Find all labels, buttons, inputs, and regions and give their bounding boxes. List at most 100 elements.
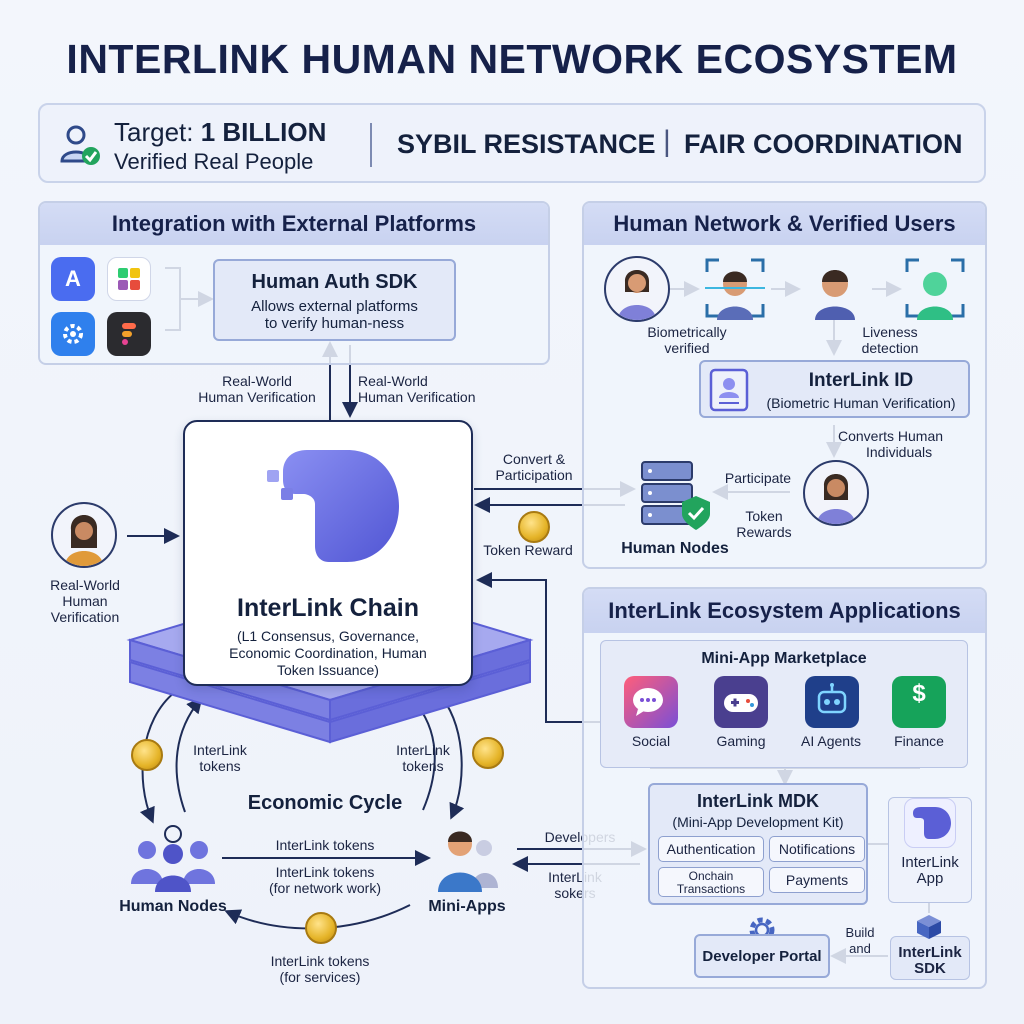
real-world-person-avatar (51, 502, 117, 568)
econ-human-nodes-label: Human Nodes (119, 898, 227, 915)
id-sub: (Biometric Human Verification) (766, 395, 956, 411)
rwv-left-label: Real-World Human Verification (192, 373, 322, 405)
app-label-gaming: Gaming (716, 733, 766, 749)
rwv-right-1: Real-World (358, 373, 428, 389)
banner-separator: | (663, 125, 671, 158)
interlink-sdk-box[interactable] (890, 936, 970, 980)
convert-label: Convert & Participation (484, 451, 584, 483)
interlink-logo-icon (263, 442, 403, 572)
platform-gear-icon[interactable] (51, 312, 95, 356)
tokens-services-label: InterLink tokens (for services) (250, 953, 390, 985)
build-2: and (849, 941, 871, 956)
human-network-header: Human Network & Verified Users (584, 203, 985, 245)
platform-puzzle-icon[interactable] (107, 257, 151, 301)
tokens-work-1: InterLink tokens (275, 864, 375, 880)
dollar-icon: $ (912, 680, 926, 707)
interlink-id-box[interactable]: InterLink ID (Biometric Human Verificati… (699, 360, 970, 418)
human-nodes-group-icon (127, 824, 219, 894)
tokens-work-label: InterLink tokens (for network work) (245, 864, 405, 896)
right-tokens-label: InterLink tokens (383, 742, 463, 774)
app-label-social: Social (631, 733, 671, 749)
sdk-label-2: SDK (914, 960, 946, 977)
app-label-2: App (916, 870, 944, 887)
target-line: Target: 1 BILLION (114, 117, 326, 148)
gaming-app-icon[interactable] (714, 676, 768, 728)
mdk-onchain-transactions[interactable]: Onchain Transactions (658, 867, 764, 897)
chain-desc-1: (L1 Consensus, Governance, (236, 628, 420, 644)
banner-divider (370, 123, 372, 167)
developer-portal-label: Developer Portal (702, 948, 822, 965)
app-label-ai-agents: AI Agents (801, 733, 861, 749)
verified-user-icon (58, 123, 102, 167)
platform-a-icon[interactable]: A (51, 257, 95, 301)
target-banner: Target: 1 BILLION Verified Real People S… (38, 103, 986, 183)
interlink-chain-card[interactable]: InterLink Chain (L1 Consensus, Governanc… (183, 420, 473, 686)
tokens-work-2: (for network work) (268, 880, 382, 896)
integration-header: Integration with External Platforms (40, 203, 548, 245)
ecosystem-header: InterLink Ecosystem Applications (584, 589, 985, 633)
fair-coordination: FAIR COORDINATION (684, 129, 963, 159)
human-auth-sdk-box[interactable]: Human Auth SDK Allows external platforms… (213, 259, 456, 341)
left-tokens-label: InterLink tokens (180, 742, 260, 774)
biometric-1: Biometrically (647, 324, 727, 340)
interlink-app-icon (904, 798, 956, 848)
rwv-person-2: Human (62, 593, 108, 609)
mini-apps-label: Mini-Apps (428, 898, 506, 915)
face-scan-icon (703, 256, 767, 320)
rwv-right-label: Real-World Human Verification (358, 373, 488, 405)
coin-right-icon (472, 737, 504, 769)
ai-agents-app-icon[interactable] (805, 676, 859, 728)
token-rewards-label: Token Rewards (734, 508, 794, 540)
chain-title: InterLink Chain (237, 594, 419, 622)
sdk-desc-2: to verify human-ness (264, 315, 405, 332)
token-rewards-2: Rewards (736, 524, 792, 540)
server-stack-icon (636, 456, 712, 532)
coin-bottom-icon (305, 912, 337, 944)
rwv-person-label: Real-World Human Verification (30, 577, 140, 625)
chain-desc-3: Token Issuance) (277, 662, 379, 678)
person-face-icon (805, 256, 865, 320)
rwv-left-1: Real-World (222, 373, 292, 389)
converts-label: Converts Human Individuals (838, 428, 968, 460)
id-card-icon (709, 368, 749, 412)
left-tokens-1: InterLink (193, 742, 247, 758)
liveness-2: detection (861, 340, 919, 356)
tokens-top-label: InterLink tokens (275, 837, 375, 853)
token-rewards-1: Token (745, 508, 783, 524)
mdk-title: InterLink MDK (696, 791, 819, 811)
cube-icon (915, 913, 943, 941)
interlink-app-label: InterLink App (890, 855, 970, 887)
app-label-finance: Finance (894, 733, 944, 749)
tokens-services-1: InterLink tokens (270, 953, 370, 969)
mdk-sub: (Mini-App Development Kit) (672, 814, 844, 830)
sdk-desc-1: Allows external platforms (251, 298, 418, 315)
id-title: InterLink ID (808, 370, 914, 391)
platform-f-icon[interactable] (107, 312, 151, 356)
liveness-scan-icon (903, 256, 967, 320)
interlink-sdk-label: InterLink SDK (888, 945, 972, 977)
token-reward-label: Token Reward (483, 542, 573, 558)
liveness-label: Liveness detection (845, 324, 935, 356)
chain-desc-2: Economic Coordination, Human (229, 645, 427, 661)
right-tokens-2: tokens (402, 758, 444, 774)
build-1: Build (845, 925, 875, 940)
sdk-title: Human Auth SDK (251, 271, 418, 293)
rwv-left-2: Human Verification (198, 389, 316, 405)
rwv-right-2: Human Verification (358, 389, 476, 405)
marketplace-title: Mini-App Marketplace (701, 650, 867, 667)
page-title: INTERLINK HUMAN NETWORK ECOSYSTEM (66, 36, 958, 82)
mdk-authentication[interactable]: Authentication (658, 836, 764, 862)
finance-app-icon[interactable]: $ (892, 676, 946, 728)
person-avatar (604, 256, 670, 322)
build-label: Build and (840, 925, 880, 957)
mdk-payments[interactable]: Payments (769, 867, 865, 893)
app-label-1: InterLink (901, 854, 959, 871)
mdk-notifications[interactable]: Notifications (769, 836, 865, 862)
right-tokens-1: InterLink (396, 742, 450, 758)
converts-2: Individuals (866, 444, 933, 460)
target-prefix: Target: (114, 117, 201, 147)
tokens-services-2: (for services) (279, 969, 361, 985)
social-app-icon[interactable] (624, 676, 678, 728)
developer-portal-box[interactable]: Developer Portal (694, 934, 830, 978)
target-sub: Verified Real People (114, 149, 314, 174)
